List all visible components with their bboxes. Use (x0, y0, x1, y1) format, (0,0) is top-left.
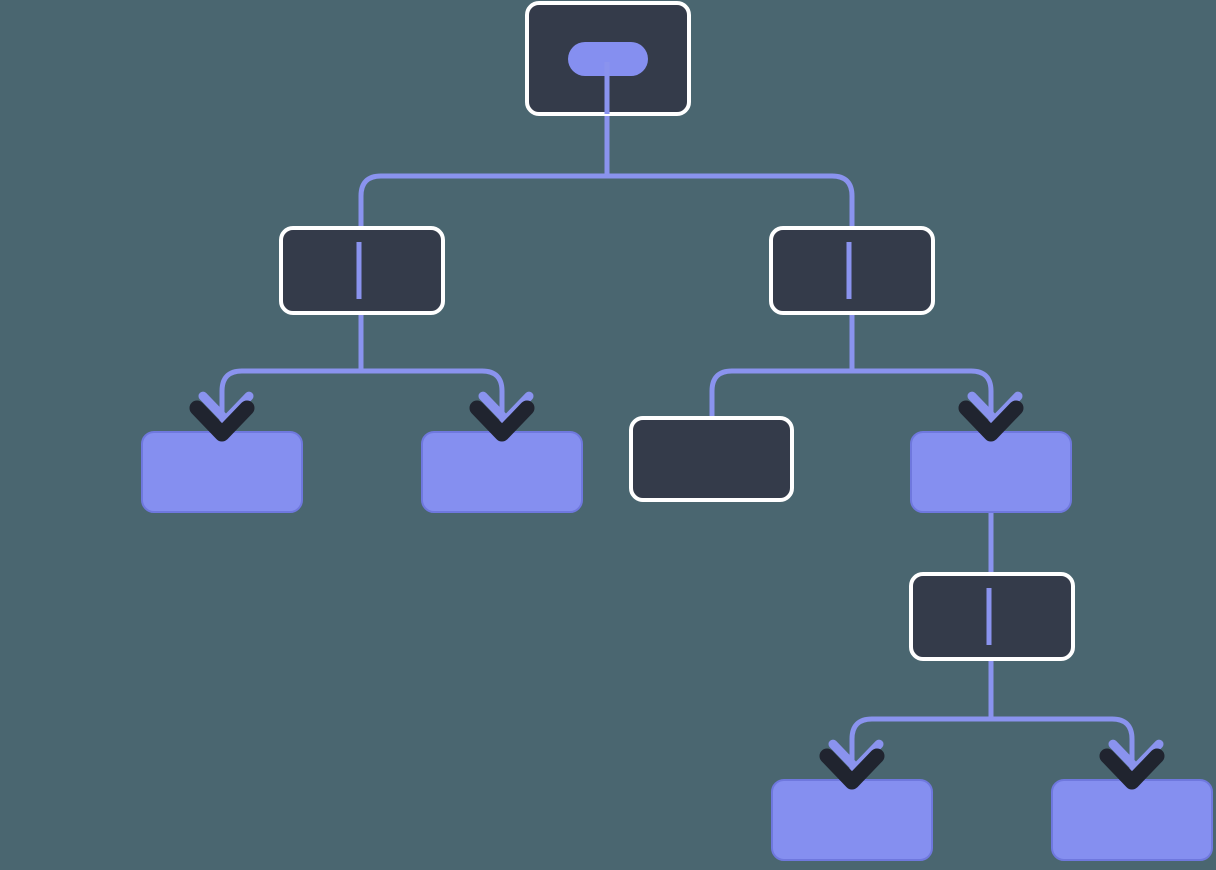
arrowhead-l2-d (958, 391, 1024, 442)
branch-node-lower[interactable] (909, 572, 1075, 661)
leaf-node-f-surface[interactable] (1051, 779, 1213, 861)
branch-node-left[interactable] (279, 226, 445, 315)
empty-node-c[interactable] (629, 416, 794, 502)
leaf-node-e-surface[interactable] (771, 779, 933, 861)
node-layer (141, 1, 1213, 861)
arrowhead-l4-b (1099, 739, 1165, 790)
arrowhead-dark-chevron-icon (469, 400, 535, 442)
branch-node-right[interactable] (769, 226, 935, 315)
edge-branch-right-to-leaf-d (849, 313, 994, 432)
leaf-node-e[interactable] (771, 779, 933, 861)
collapsed-content-pill (568, 42, 648, 76)
root-node[interactable] (525, 1, 691, 116)
edge-branch-lower-to-leaf-f (988, 659, 1135, 780)
arrowhead-dark-chevron-icon (958, 400, 1024, 442)
edge-branch-right-to-empty-c (709, 313, 855, 418)
leaf-node-b[interactable] (421, 431, 583, 513)
arrowhead-dark-chevron-icon (1099, 748, 1165, 790)
arrowhead-dark-chevron-icon (189, 400, 255, 442)
edge-root-to-branch-right (604, 114, 855, 228)
branch-node-right-surface[interactable] (769, 226, 935, 315)
edge-branch-lower-to-leaf-e (849, 659, 994, 780)
leaf-node-a[interactable] (141, 431, 303, 513)
leaf-node-d-surface[interactable] (910, 431, 1072, 513)
arrowhead-l2-b (469, 391, 535, 442)
edge-layer (219, 114, 1135, 780)
leaf-node-a-surface[interactable] (141, 431, 303, 513)
arrowhead-l4-a (819, 739, 885, 790)
branch-node-left-surface[interactable] (279, 226, 445, 315)
edge-branch-left-to-leaf-a (219, 313, 364, 432)
arrow-layer (189, 391, 1165, 790)
empty-node-c-surface[interactable] (629, 416, 794, 502)
leaf-node-d[interactable] (910, 431, 1072, 513)
arrowhead-l2-a (189, 391, 255, 442)
edge-branch-left-to-leaf-b (358, 313, 505, 432)
leaf-node-b-surface[interactable] (421, 431, 583, 513)
branch-node-lower-surface[interactable] (909, 572, 1075, 661)
leaf-node-f[interactable] (1051, 779, 1213, 861)
arrowhead-dark-chevron-icon (819, 748, 885, 790)
